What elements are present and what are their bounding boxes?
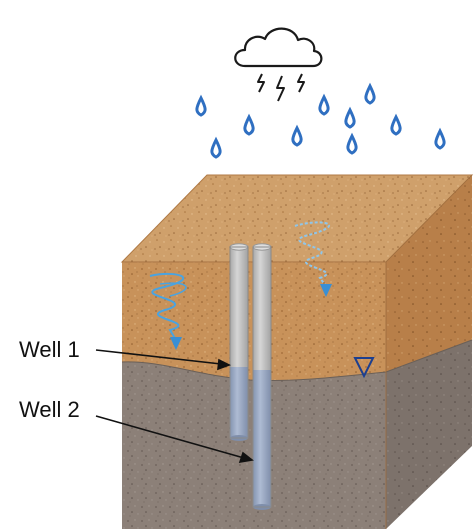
raindrop-icon — [390, 113, 402, 136]
water-table-line — [121, 339, 473, 382]
raindrop-icon — [243, 113, 255, 136]
infiltration-arrow-icon — [320, 284, 332, 297]
raindrop-icon — [291, 124, 303, 147]
raindrop-icon — [210, 136, 222, 159]
water-table-triangle-icon — [353, 357, 375, 379]
soil-side-saturated — [386, 340, 472, 529]
soil-side-unsaturated — [386, 175, 472, 372]
well-2 — [252, 243, 272, 510]
raindrop-icon — [344, 106, 356, 129]
infiltration-swirl-icon — [294, 221, 331, 287]
raindrop-icon — [195, 94, 207, 117]
infiltration-swirl-icon — [149, 272, 187, 341]
well-2-label: Well 2 — [19, 397, 80, 422]
block-top-edge — [122, 174, 473, 263]
well-1-leader — [95, 349, 232, 371]
raindrop-icon — [346, 132, 358, 155]
raindrop-icon — [364, 82, 376, 105]
lightning-icon — [257, 73, 305, 102]
raindrops — [195, 82, 446, 159]
well-1 — [229, 243, 249, 441]
raindrop-icon — [434, 127, 446, 150]
well-2-leader — [95, 415, 254, 464]
storm-cloud-icon — [234, 27, 323, 68]
well-1-label: Well 1 — [19, 337, 80, 362]
infiltration-arrow-icon — [170, 337, 182, 350]
raindrop-icon — [318, 93, 330, 116]
